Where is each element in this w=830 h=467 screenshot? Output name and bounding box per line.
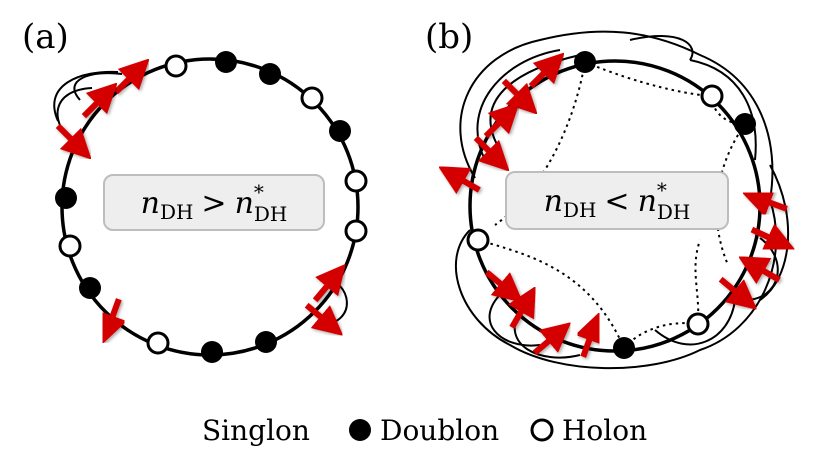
doublon-site-icon [55,187,77,209]
doublon-site-icon [734,113,756,135]
legend-doublon: Doublon [349,414,499,447]
panel-b-density-box: nDH<n*DH [505,171,729,230]
panel-a-sites [55,51,368,363]
doublon-site-icon [255,331,277,353]
legend: Singlon Doublon Holon [166,391,647,447]
holon-site-icon [344,219,368,243]
panel-b-label: (b) [425,17,473,57]
panel-a-formula: nDH>n*DH [141,180,288,226]
singlon-arrow-icon [741,188,788,217]
singlon-arrow-icon [507,285,536,329]
panel-a-label: (a) [22,17,69,57]
singlon-arrow-icon [501,78,538,115]
singlon-arrow-icon [312,263,346,303]
holon-site-icon [146,331,170,355]
holon-site-icon [300,86,324,110]
singlon-arrow-icon [483,102,520,139]
legend-holon: Holon [530,414,647,447]
doublon-site-icon [613,337,635,359]
singlon-arrow-icon [55,123,92,160]
doublon-site-icon [79,277,101,299]
holon-site-icon [700,84,724,108]
doublon-site-icon [329,120,351,142]
legend-singlon: Singlon [166,391,310,447]
holon-circle-icon [530,418,554,442]
doublon-dot-icon [349,419,371,441]
singlon-arrow-icon [98,298,127,345]
singlon-arrow-icon [532,322,572,356]
legend-doublon-label: Doublon [380,414,499,447]
singlon-arrow-icon [718,276,758,310]
panel-a-density-box: nDH>n*DH [103,174,325,231]
holon-site-icon [686,312,710,336]
doublon-site-icon [215,51,237,73]
singlon-arrow-icon [737,256,781,285]
legend-holon-label: Holon [562,414,647,447]
singlon-arrow-icon [484,269,524,303]
singlon-arrow-icon [473,135,510,172]
singlon-arrow-icon [437,166,481,195]
singlon-arrow-icon [750,223,796,251]
holon-site-icon [344,169,368,193]
singlon-arrow-icon [113,58,150,95]
singlon-arrow-icon [81,82,118,119]
singlon-arrow-icon [528,52,565,89]
panel-b-sites [437,34,798,368]
singlon-arrow-icon [304,302,344,336]
doublon-site-icon [259,63,281,85]
panel-b-formula: nDH<n*DH [544,178,691,224]
doublon-site-icon [201,341,223,363]
legend-singlon-label: Singlon [202,414,310,447]
singlon-arrow-icon [575,311,604,358]
holon-site-icon [58,234,82,258]
holon-site-icon [164,54,188,78]
doublon-site-icon [574,51,596,73]
holon-site-icon [466,228,490,252]
